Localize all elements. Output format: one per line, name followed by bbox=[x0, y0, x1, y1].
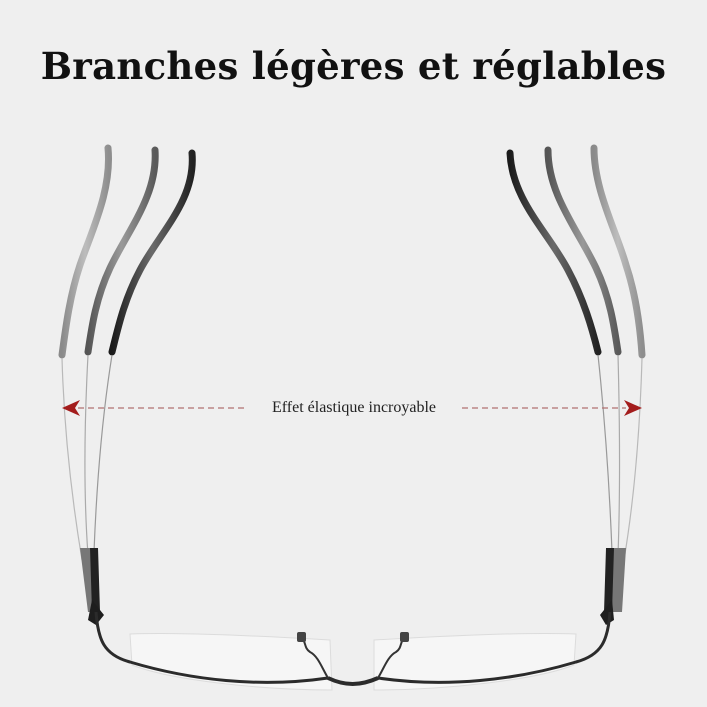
hinges bbox=[80, 548, 626, 625]
left-temple-tips bbox=[58, 144, 196, 561]
arrow-left-icon bbox=[62, 400, 80, 416]
page-title: Branches légères et réglables bbox=[40, 44, 667, 88]
elastic-arrow bbox=[62, 400, 642, 416]
right-temple-tips bbox=[506, 144, 646, 561]
glasses-frame bbox=[94, 611, 612, 691]
arrow-right-icon bbox=[624, 400, 642, 416]
elastic-caption: Effet élastique incroyable bbox=[248, 398, 460, 418]
